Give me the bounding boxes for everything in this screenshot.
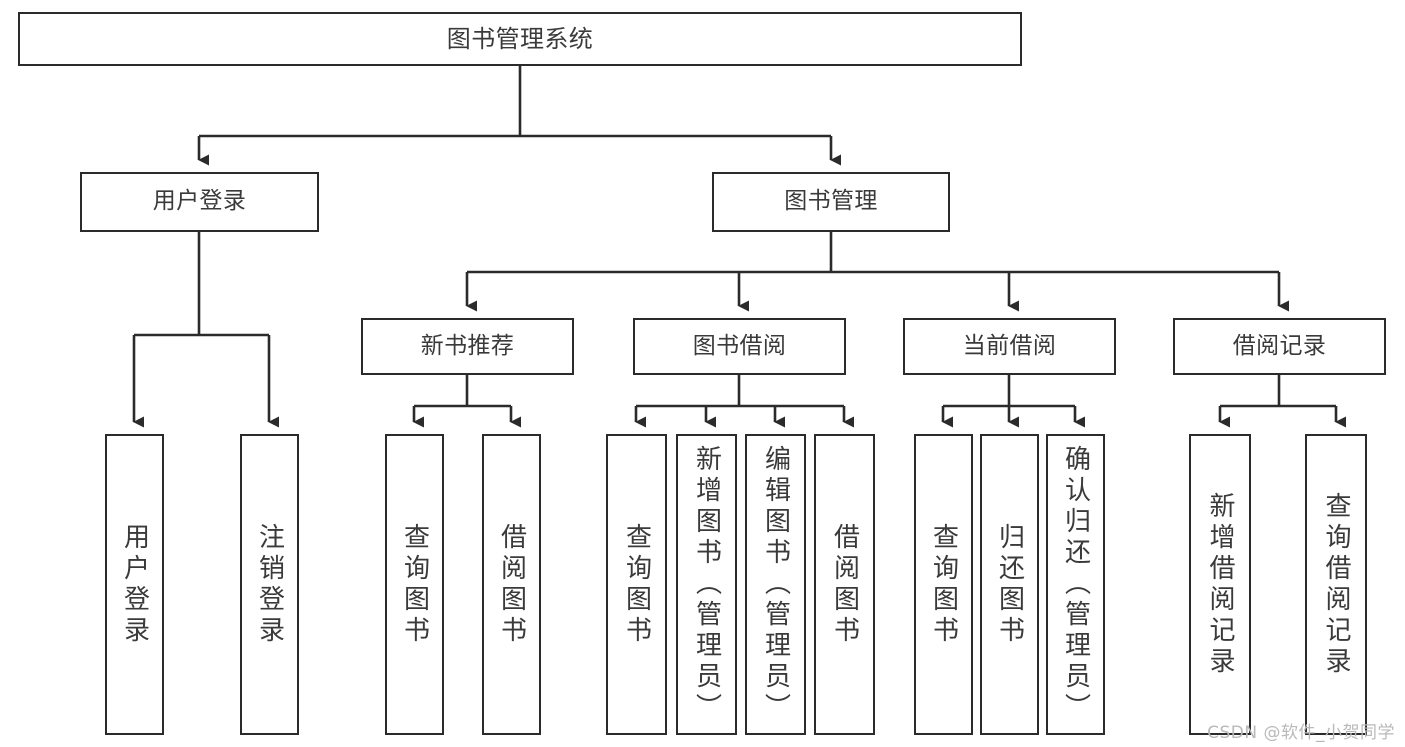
node-user-login-label: 用户登录: [152, 188, 247, 215]
leaf-current-borrow-return-label: 归还图书: [994, 522, 1025, 647]
node-new-book-recommend-label: 新书推荐: [420, 332, 515, 359]
leaf-user-login-signout-label: 注销登录: [254, 522, 285, 647]
leaf-book-borrow-query-label: 查询图书: [621, 522, 652, 647]
leaf-user-login-signout[interactable]: 注销登录: [240, 434, 299, 735]
leaf-borrow-record-query[interactable]: 查询借阅记录: [1305, 434, 1367, 735]
leaf-current-borrow-query-label: 查询图书: [928, 522, 959, 647]
leaf-new-book-borrow-label: 借阅图书: [496, 522, 527, 647]
leaf-current-borrow-confirm[interactable]: 确认归还（管理员）: [1046, 434, 1105, 735]
leaf-book-borrow-borrow-label: 借阅图书: [829, 522, 860, 647]
node-book-borrow[interactable]: 图书借阅: [633, 318, 846, 375]
leaf-book-borrow-query[interactable]: 查询图书: [606, 434, 667, 735]
node-current-borrow-label: 当前借阅: [962, 332, 1057, 359]
leaf-user-login-signin-label: 用户登录: [119, 522, 150, 647]
leaf-user-login-signin[interactable]: 用户登录: [105, 434, 164, 735]
leaf-current-borrow-query[interactable]: 查询图书: [914, 434, 973, 735]
node-borrow-record-label: 借阅记录: [1232, 332, 1327, 359]
leaf-new-book-borrow[interactable]: 借阅图书: [482, 434, 541, 735]
leaf-book-borrow-add[interactable]: 新增图书（管理员）: [676, 434, 737, 735]
node-borrow-record[interactable]: 借阅记录: [1173, 318, 1386, 375]
node-root-label: 图书管理系统: [446, 24, 594, 53]
leaf-book-borrow-edit-label: 编辑图书（管理员）: [760, 445, 791, 724]
node-current-borrow[interactable]: 当前借阅: [903, 318, 1116, 375]
node-root[interactable]: 图书管理系统: [18, 12, 1022, 66]
leaf-current-borrow-return[interactable]: 归还图书: [980, 434, 1039, 735]
leaf-book-borrow-add-label: 新增图书（管理员）: [691, 445, 722, 724]
node-book-management[interactable]: 图书管理: [712, 172, 950, 232]
node-user-login[interactable]: 用户登录: [80, 172, 319, 232]
node-new-book-recommend[interactable]: 新书推荐: [361, 318, 574, 375]
node-book-borrow-label: 图书借阅: [692, 332, 787, 359]
leaf-new-book-query-label: 查询图书: [399, 522, 430, 647]
leaf-current-borrow-confirm-label: 确认归还（管理员）: [1060, 445, 1091, 724]
leaf-borrow-record-add[interactable]: 新增借阅记录: [1189, 434, 1251, 735]
leaf-new-book-query[interactable]: 查询图书: [385, 434, 444, 735]
leaf-borrow-record-add-label: 新增借阅记录: [1205, 491, 1235, 678]
leaf-borrow-record-query-label: 查询借阅记录: [1321, 491, 1351, 678]
node-book-management-label: 图书管理: [784, 188, 878, 215]
leaf-book-borrow-borrow[interactable]: 借阅图书: [814, 434, 875, 735]
leaf-book-borrow-edit[interactable]: 编辑图书（管理员）: [745, 434, 806, 735]
